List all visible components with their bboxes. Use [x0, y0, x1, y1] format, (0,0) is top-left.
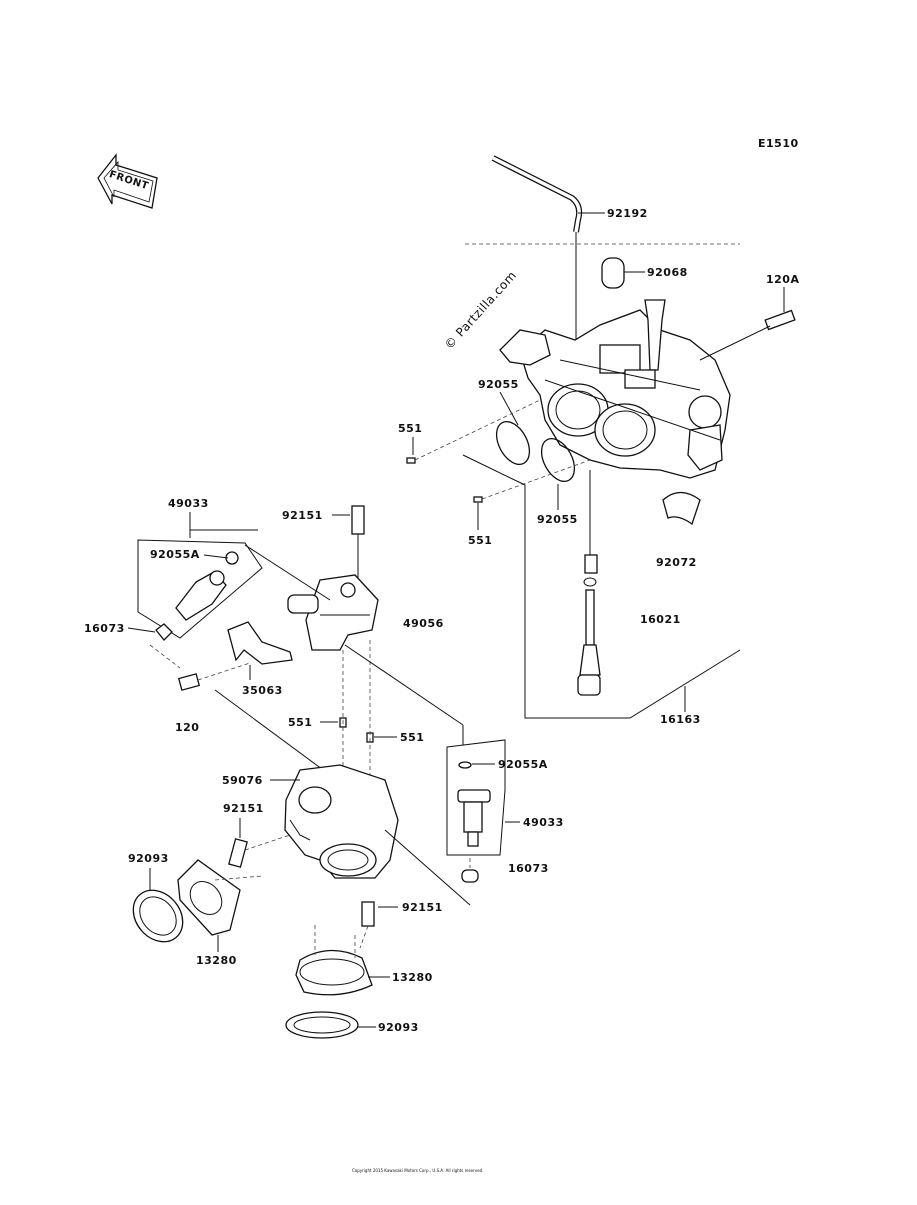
callout-49056: 49056	[403, 617, 444, 630]
holder-13280	[295, 925, 373, 996]
callout-120a: 120A	[766, 273, 799, 286]
idle-screw-16021	[577, 470, 601, 696]
callout-92192: 92192	[607, 207, 648, 220]
callout-92093-left: 92093	[128, 852, 169, 865]
delivery-pipe-49056	[287, 574, 379, 651]
callout-92055a-left: 92055A	[150, 548, 200, 561]
injector-right	[457, 761, 491, 883]
callout-551-right: 551	[400, 731, 424, 744]
diagram-code: E1510	[758, 137, 799, 150]
throttle-body-assembly	[465, 155, 740, 479]
callout-49033-left: 49033	[168, 497, 209, 510]
callout-551-top: 551	[398, 422, 422, 435]
callout-59076: 59076	[222, 774, 263, 787]
callout-92055-top: 92055	[478, 378, 519, 391]
callout-13280-left: 13280	[196, 954, 237, 967]
footer-copyright: Copyright 2015 Kawasaki Motors Corp., U.…	[352, 1168, 483, 1173]
intake-manifold-59076	[284, 764, 399, 879]
callout-92151-low: 92151	[402, 901, 443, 914]
callout-92093-bottom: 92093	[378, 1021, 419, 1034]
callout-49033-right: 49033	[523, 816, 564, 829]
callout-13280-right: 13280	[392, 971, 433, 984]
callout-92151-top: 92151	[282, 509, 323, 522]
bolt-120a	[699, 309, 796, 361]
callout-92072: 92072	[656, 556, 697, 569]
callout-35063: 35063	[242, 684, 283, 697]
injector-left	[175, 551, 239, 621]
callout-551-left: 551	[288, 716, 312, 729]
callout-92068: 92068	[647, 266, 688, 279]
callout-92055-mid: 92055	[537, 513, 578, 526]
front-arrow-icon: FRONT	[97, 153, 158, 209]
callout-551-mid: 551	[468, 534, 492, 547]
callout-16073-right: 16073	[508, 862, 549, 875]
callout-92055a-right: 92055A	[498, 758, 548, 771]
callout-16073-left: 16073	[84, 622, 125, 635]
callout-92151-mid: 92151	[223, 802, 264, 815]
callout-120: 120	[175, 721, 199, 734]
callout-16163: 16163	[660, 713, 701, 726]
callout-16021: 16021	[640, 613, 681, 626]
watermark: © Partzilla.com	[442, 268, 519, 352]
